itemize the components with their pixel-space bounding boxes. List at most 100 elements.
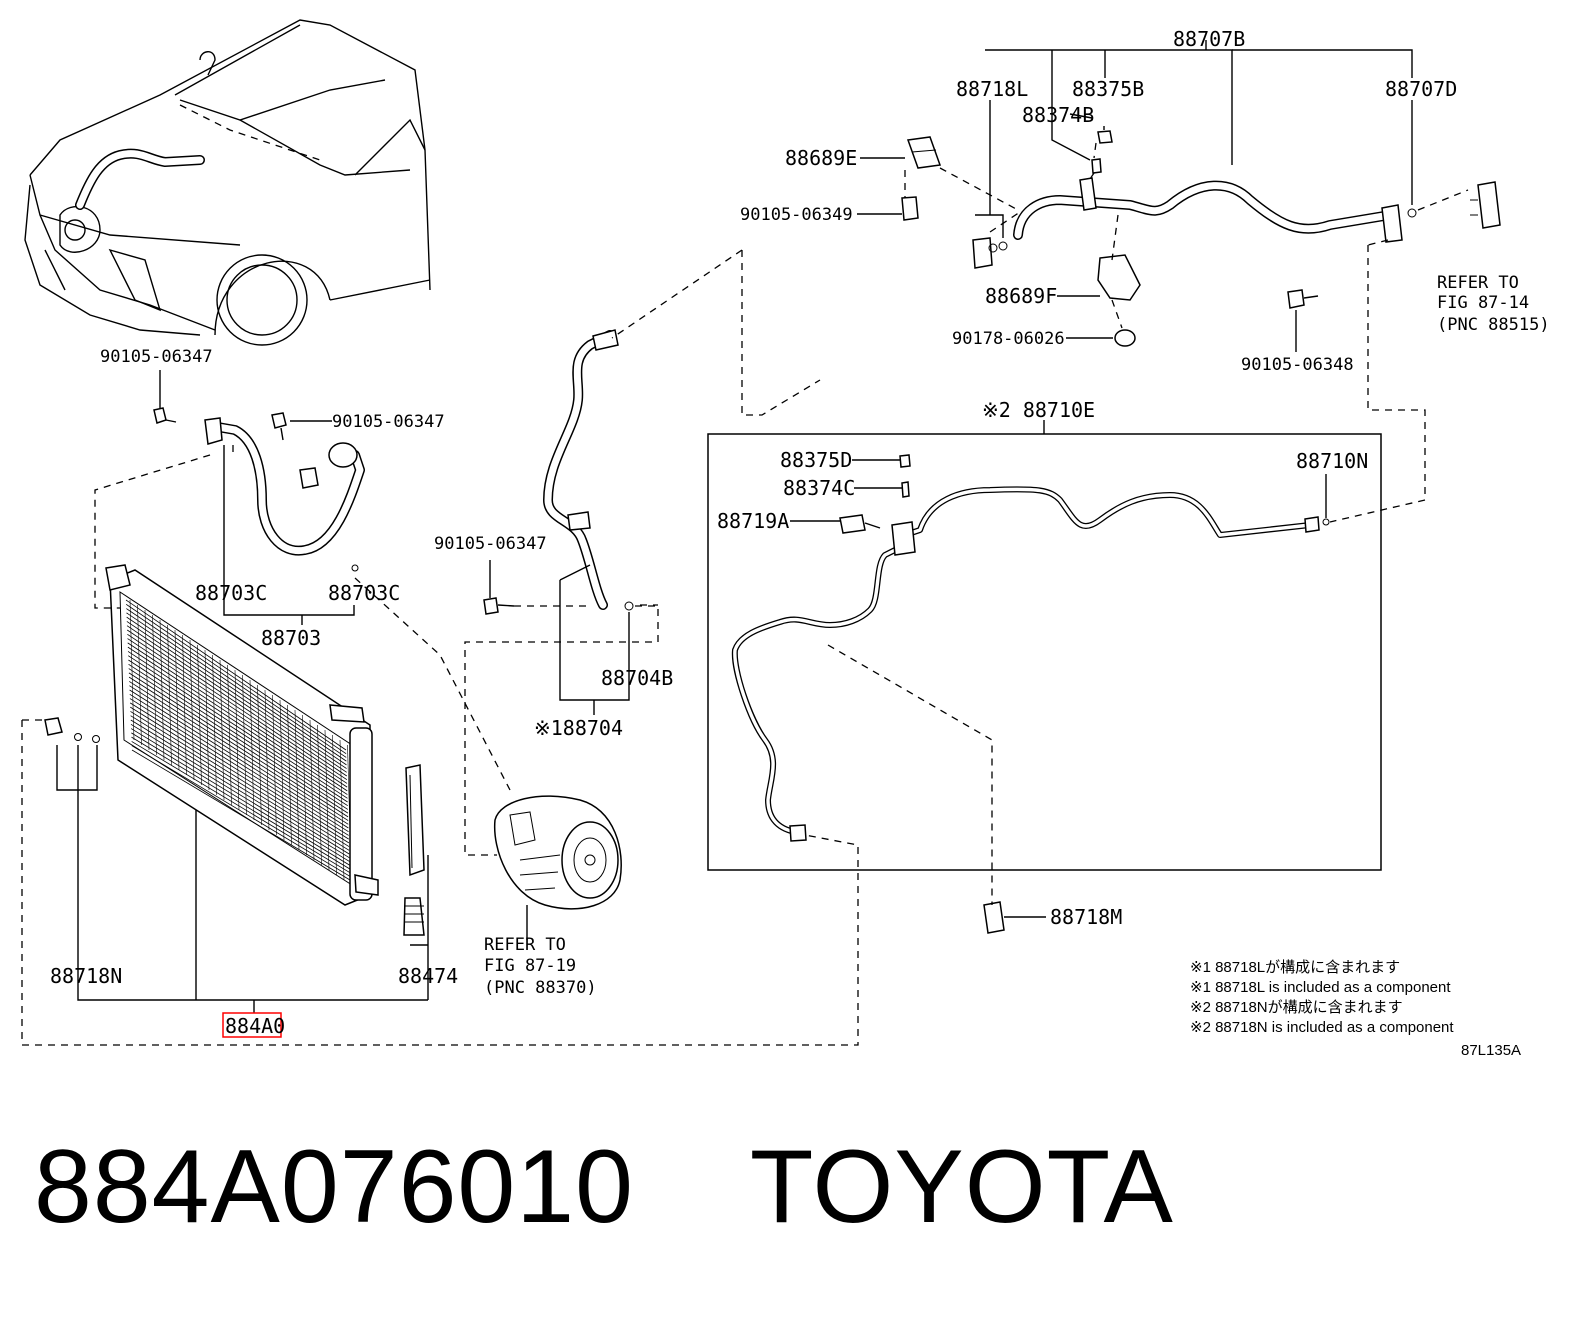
condenser-fin [129, 689, 349, 829]
condenser-fin [130, 719, 350, 855]
condenser-tube [249, 679, 255, 821]
condenser-fin [129, 685, 349, 825]
label-88689F[interactable]: 88689F [985, 284, 1057, 308]
svg-text:(PNC 88515): (PNC 88515) [1437, 315, 1550, 335]
note-line: ※2 88718Nが構成に含まれます [1190, 999, 1403, 1016]
condenser-tube [197, 644, 202, 786]
label-88689E[interactable]: 88689E [785, 146, 857, 170]
condenser-fin [129, 702, 349, 840]
label-90105-06348[interactable]: 90105-06348 [1241, 355, 1354, 375]
label-88374B[interactable]: 88374B [1022, 103, 1094, 127]
condenser-fin [131, 741, 350, 873]
label-88704B[interactable]: 88704B [601, 666, 673, 690]
liquid-tube-88707B [857, 40, 1501, 352]
part-number: 884A076010 [34, 1129, 634, 1245]
svg-text:FIG 87-14: FIG 87-14 [1437, 293, 1529, 313]
label-88718L[interactable]: 88718L [956, 77, 1028, 101]
condenser-fin [126, 621, 347, 769]
condenser-tube [294, 709, 300, 851]
label-88375B[interactable]: 88375B [1072, 77, 1144, 101]
note-line: ※1 88718Lが構成に含まれます [1190, 959, 1400, 976]
condenser-fin [126, 616, 347, 766]
label-88703[interactable]: 88703 [261, 626, 321, 650]
label-88474[interactable]: 88474 [398, 964, 458, 988]
condenser-tube [272, 694, 277, 836]
condenser-fins [125, 599, 352, 886]
condenser-tube [204, 649, 210, 791]
label-90105-06349[interactable]: 90105-06349 [740, 205, 853, 225]
condenser-tube [219, 659, 225, 801]
vehicle-illustration [24, 19, 431, 346]
svg-text:REFER TO: REFER TO [484, 935, 566, 955]
condenser-tube [212, 654, 217, 796]
label-88707D[interactable]: 88707D [1385, 77, 1457, 101]
label-88703C[interactable]: 88703C [328, 581, 400, 605]
condenser-fin [128, 659, 348, 803]
component-notes: ※1 88718Lが構成に含まれます ※1 88718L is included… [1190, 959, 1521, 1059]
highlight-box [222, 1012, 282, 1038]
label-90105-06347[interactable]: 90105-06347 [100, 347, 213, 367]
condenser-tube [257, 684, 262, 826]
condenser-fin [126, 625, 347, 773]
condenser-tube [317, 724, 322, 866]
condenser-fin [129, 698, 349, 836]
condenser-fin [126, 608, 347, 758]
label-88374C[interactable]: 88374C [783, 476, 855, 500]
note-line: ※1 88718L is included as a component [1190, 979, 1451, 996]
condenser-fin [128, 655, 348, 799]
label-90178-06026[interactable]: 90178-06026 [952, 329, 1065, 349]
condenser-tube [339, 739, 345, 881]
discharge-hose [153, 370, 365, 625]
svg-text:FIG 87-19: FIG 87-19 [484, 956, 576, 976]
reference-dashed-lines [21, 142, 1469, 1046]
condenser-fin [125, 599, 347, 751]
condenser-tube [234, 669, 240, 811]
label-88710E[interactable]: ※2 88710E [982, 398, 1095, 422]
condenser-fin [128, 663, 348, 807]
condenser-fin [131, 732, 350, 866]
label-88719A[interactable]: 88719A [717, 509, 789, 533]
label-88704[interactable]: ※188704 [534, 716, 623, 740]
condenser-tube [302, 714, 307, 856]
condenser-tube [129, 599, 135, 741]
condenser-tube [144, 609, 150, 751]
part-labels: 88707B 88718L 88375B 88374B 88707D 88689… [50, 27, 1550, 1038]
condenser-fin [127, 633, 348, 781]
label-90105-06347[interactable]: 90105-06347 [332, 412, 445, 432]
condenser-tube [287, 704, 292, 846]
condenser-fin [127, 646, 348, 792]
condenser-fin [129, 693, 349, 833]
label-88718N[interactable]: 88718N [50, 964, 122, 988]
svg-text:(PNC 88370): (PNC 88370) [484, 978, 597, 998]
suction-hose [483, 329, 634, 715]
condenser-tube [189, 639, 195, 781]
condenser-fin [130, 723, 350, 859]
condenser-fin [128, 668, 349, 810]
label-88710N[interactable]: 88710N [1296, 449, 1368, 473]
reference-fig-87-19[interactable]: REFER TO FIG 87-19 (PNC 88370) [484, 935, 597, 998]
condenser-fin [131, 736, 350, 870]
label-884A0-highlighted[interactable]: 884A0 [225, 1014, 285, 1038]
condenser-tube [167, 624, 172, 766]
condenser-tube [332, 734, 337, 876]
condenser-fin [130, 728, 350, 862]
brand-name: TOYOTA [749, 1129, 1174, 1245]
label-88375D[interactable]: 88375D [780, 448, 852, 472]
condenser-fin [130, 711, 350, 847]
condenser-tube [324, 729, 330, 871]
condenser-fin [127, 642, 348, 788]
label-88718M[interactable]: 88718M [1050, 905, 1122, 929]
compressor [493, 795, 622, 940]
label-90105-06347[interactable]: 90105-06347 [434, 534, 547, 554]
reference-fig-87-14[interactable]: REFER TO FIG 87-14 (PNC 88515) [1437, 273, 1550, 335]
condenser-tube [159, 619, 165, 761]
condenser-tube [227, 664, 232, 806]
condenser-tube [279, 699, 285, 841]
condenser-tube [152, 614, 157, 756]
condenser-fin [125, 603, 347, 755]
label-88703C[interactable]: 88703C [195, 581, 267, 605]
condenser-tube [242, 674, 247, 816]
condenser-tube [182, 634, 187, 776]
condenser-fin [129, 681, 349, 821]
label-88707B[interactable]: 88707B [1173, 27, 1245, 51]
